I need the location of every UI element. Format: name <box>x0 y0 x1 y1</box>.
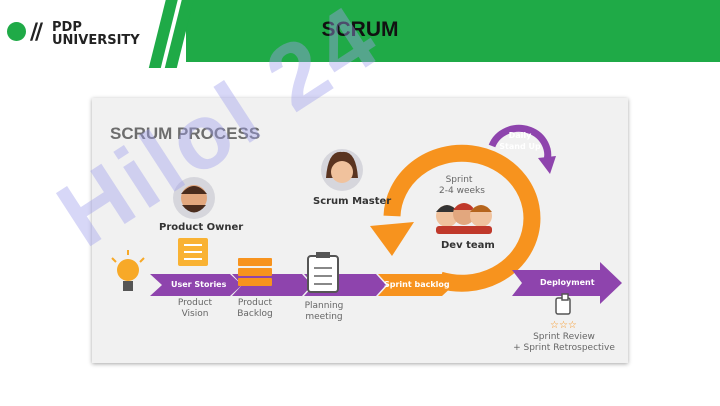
header-green-band <box>186 0 720 62</box>
scrum-master-label: Scrum Master <box>313 196 392 207</box>
product-vision-caption-line1: Product <box>177 298 213 308</box>
logo-text-university: UNIVERSITY <box>52 33 140 48</box>
daily-standup-loop-icon <box>488 124 556 174</box>
slide-title: SCRUM PROCESS <box>110 124 261 143</box>
dev-team-avatars <box>436 203 492 234</box>
scrum-diagram: ☆☆☆ <box>111 124 622 331</box>
sprint-duration-line1: Sprint <box>445 175 473 185</box>
sprint-review-caption-line1: Sprint Review <box>533 332 595 342</box>
dev-team-label: Dev team <box>441 240 495 251</box>
product-owner-checklist-icon <box>178 238 208 266</box>
product-backlog-caption-line2: Backlog <box>237 309 273 319</box>
sprint-backlog-label: Sprint backlog <box>384 280 450 289</box>
header-bar: // PDP UNIVERSITY SCRUM <box>0 0 720 68</box>
planning-caption-line2: meeting <box>305 312 343 322</box>
product-backlog-stack-icon <box>238 258 272 286</box>
planning-clipboard-icon <box>307 252 339 293</box>
svg-text:☆☆☆: ☆☆☆ <box>550 320 577 331</box>
sprint-duration-line2: 2-4 weeks <box>439 186 485 196</box>
user-stories-label: User Stories <box>171 280 227 289</box>
product-owner-label: Product Owner <box>159 222 244 233</box>
product-owner-avatar <box>173 177 215 219</box>
logo-slashes-icon: // <box>30 20 43 45</box>
logo-text-pdp: PDP <box>52 20 82 35</box>
deployment-label: Deployment <box>540 278 595 287</box>
sprint-review-caption-line2: + Sprint Retrospective <box>513 343 615 353</box>
sprint-cycle-loop-icon <box>370 144 541 292</box>
product-backlog-caption-line1: Product <box>237 298 273 308</box>
planning-caption-line1: Planning <box>304 301 344 311</box>
lightbulb-icon <box>111 250 145 291</box>
daily-standup-label-line1: Daily <box>508 131 532 140</box>
scrum-master-avatar <box>321 149 363 191</box>
product-vision-caption-line2: Vision <box>181 309 209 319</box>
logo-dot-icon <box>7 22 26 41</box>
page-title: SCRUM <box>321 18 399 41</box>
rating-stars-icon: ☆☆☆ <box>550 320 577 331</box>
scrum-process-slide: SCRUM PROCESS <box>92 98 628 363</box>
thumbs-up-icon <box>555 293 571 315</box>
daily-standup-label-line2: Stand Up <box>499 142 541 151</box>
